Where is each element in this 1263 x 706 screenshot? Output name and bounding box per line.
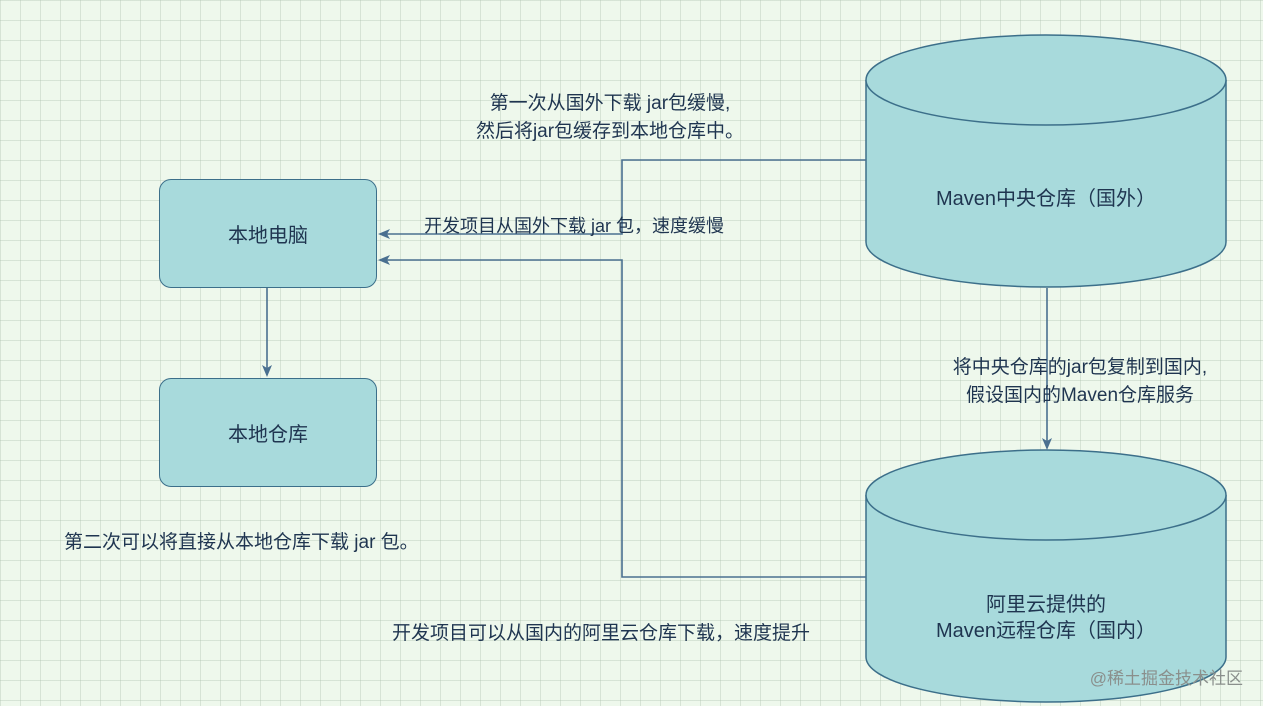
aliyun-label-line2: Maven远程仓库（国内） (935, 620, 1157, 642)
aliyun-repo-label: 阿里云提供的 Maven远程仓库（国内） (866, 592, 1226, 644)
local-repo-node: 本地仓库 (159, 378, 377, 487)
slow-download-label: 开发项目从国外下载 jar 包，速度缓慢 (424, 216, 725, 236)
local-repo-label: 本地仓库 (228, 424, 308, 446)
watermark: @稀土掘金技术社区 (1089, 669, 1243, 688)
first-download-line2: 然后将jar包缓存到本地仓库中。 (475, 121, 745, 142)
edge-aliyun-to-local-pc (378, 255, 866, 578)
aliyun-repo-cylinder (865, 449, 1227, 703)
aliyun-download-label: 开发项目可以从国内的阿里云仓库下载，速度提升 (392, 623, 811, 644)
mirror-line1: 将中央仓库的jar包复制到国内, (952, 357, 1208, 378)
aliyun-label-line1: 阿里云提供的 (986, 594, 1106, 616)
local-pc-label: 本地电脑 (228, 225, 308, 247)
maven-central-cylinder (865, 34, 1227, 288)
maven-central-label: Maven中央仓库（国外） (935, 188, 1157, 210)
edge-central-to-local-pc (378, 159, 866, 239)
mirror-note: 将中央仓库的jar包复制到国内, 假设国内的Maven仓库服务 (925, 354, 1235, 410)
local-pc-node: 本地电脑 (159, 179, 377, 288)
first-download-line1: 第一次从国外下载 jar包缓慢, (489, 93, 731, 114)
mirror-line2: 假设国内的Maven仓库服务 (965, 385, 1195, 406)
first-download-note: 第一次从国外下载 jar包缓慢, 然后将jar包缓存到本地仓库中。 (420, 90, 800, 146)
second-download-note: 第二次可以将直接从本地仓库下载 jar 包。 (64, 532, 419, 553)
